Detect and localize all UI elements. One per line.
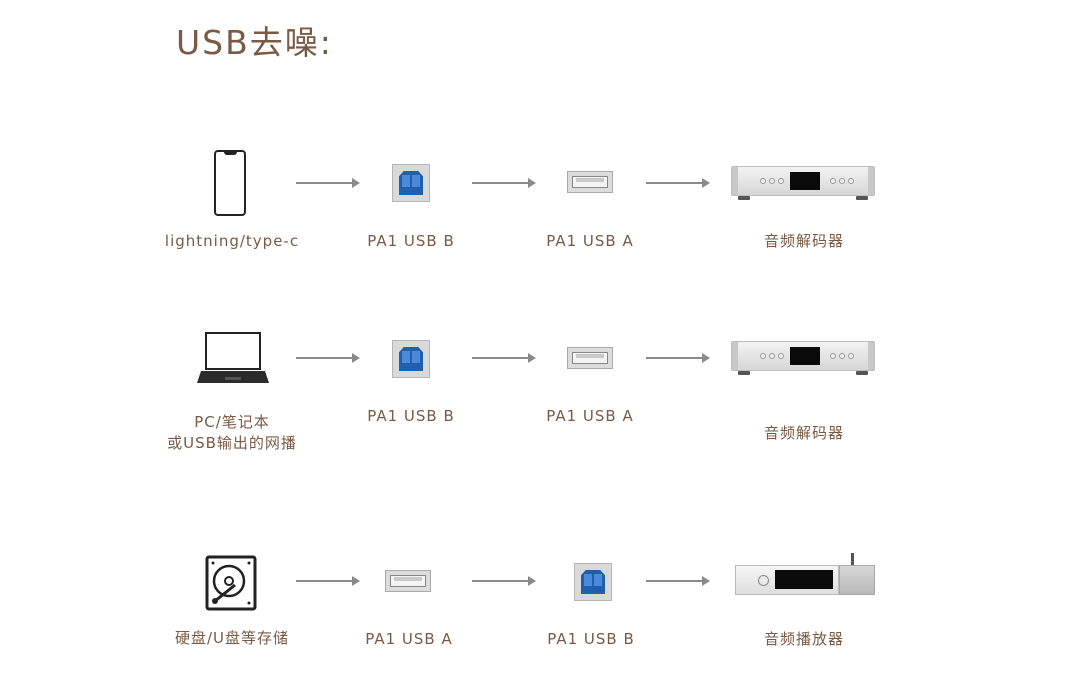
flow-row-storage: 硬盘/U盘等存储 PA1 USB A PA1 USB B 音频播放器	[0, 0, 1066, 648]
source-label: 硬盘/U盘等存储	[174, 629, 290, 647]
flow-row-pc: PC/笔记本 或USB输出的网播 PA1 USB B PA1 USB A 音频解…	[0, 0, 1066, 452]
step2-label: PA1 USB B	[547, 630, 635, 648]
page-title: USB去噪:	[176, 23, 333, 62]
target-label: 音频播放器	[763, 630, 845, 648]
step2-label: PA1 USB A	[546, 232, 634, 250]
flow-arrow	[646, 178, 710, 188]
dac-device-icon	[731, 166, 875, 200]
usb-a-port-icon	[385, 570, 431, 592]
step1-label: PA1 USB A	[365, 630, 453, 648]
usb-a-port-icon	[567, 171, 613, 193]
flow-arrow	[646, 576, 710, 586]
usb-b-port-icon	[392, 340, 430, 378]
hard-drive-icon	[205, 555, 257, 615]
flow-arrow	[296, 576, 360, 586]
usb-a-port-icon	[567, 347, 613, 369]
usb-b-port-icon	[574, 563, 612, 601]
source-label-line1: PC/笔记本	[194, 413, 270, 431]
target-label: 音频解码器	[763, 232, 845, 250]
flow-arrow	[472, 576, 536, 586]
flow-row-phone: lightning/type-c PA1 USB B PA1 USB A 音频解…	[0, 0, 1066, 250]
flow-arrow	[646, 353, 710, 363]
phone-icon	[214, 150, 246, 216]
step1-label: PA1 USB B	[367, 232, 455, 250]
laptop-icon	[197, 332, 269, 388]
flow-arrow	[472, 178, 536, 188]
source-label: lightning/type-c	[164, 232, 300, 250]
audio-player-icon	[735, 553, 875, 595]
flow-arrow	[472, 353, 536, 363]
flow-arrow	[296, 353, 360, 363]
flow-arrow	[296, 178, 360, 188]
source-label-line2: 或USB输出的网播	[167, 434, 297, 452]
usb-b-port-icon	[392, 164, 430, 202]
step1-label: PA1 USB B	[367, 407, 455, 425]
target-label: 音频解码器	[763, 424, 845, 442]
step2-label: PA1 USB A	[546, 407, 634, 425]
dac-device-icon	[731, 341, 875, 375]
